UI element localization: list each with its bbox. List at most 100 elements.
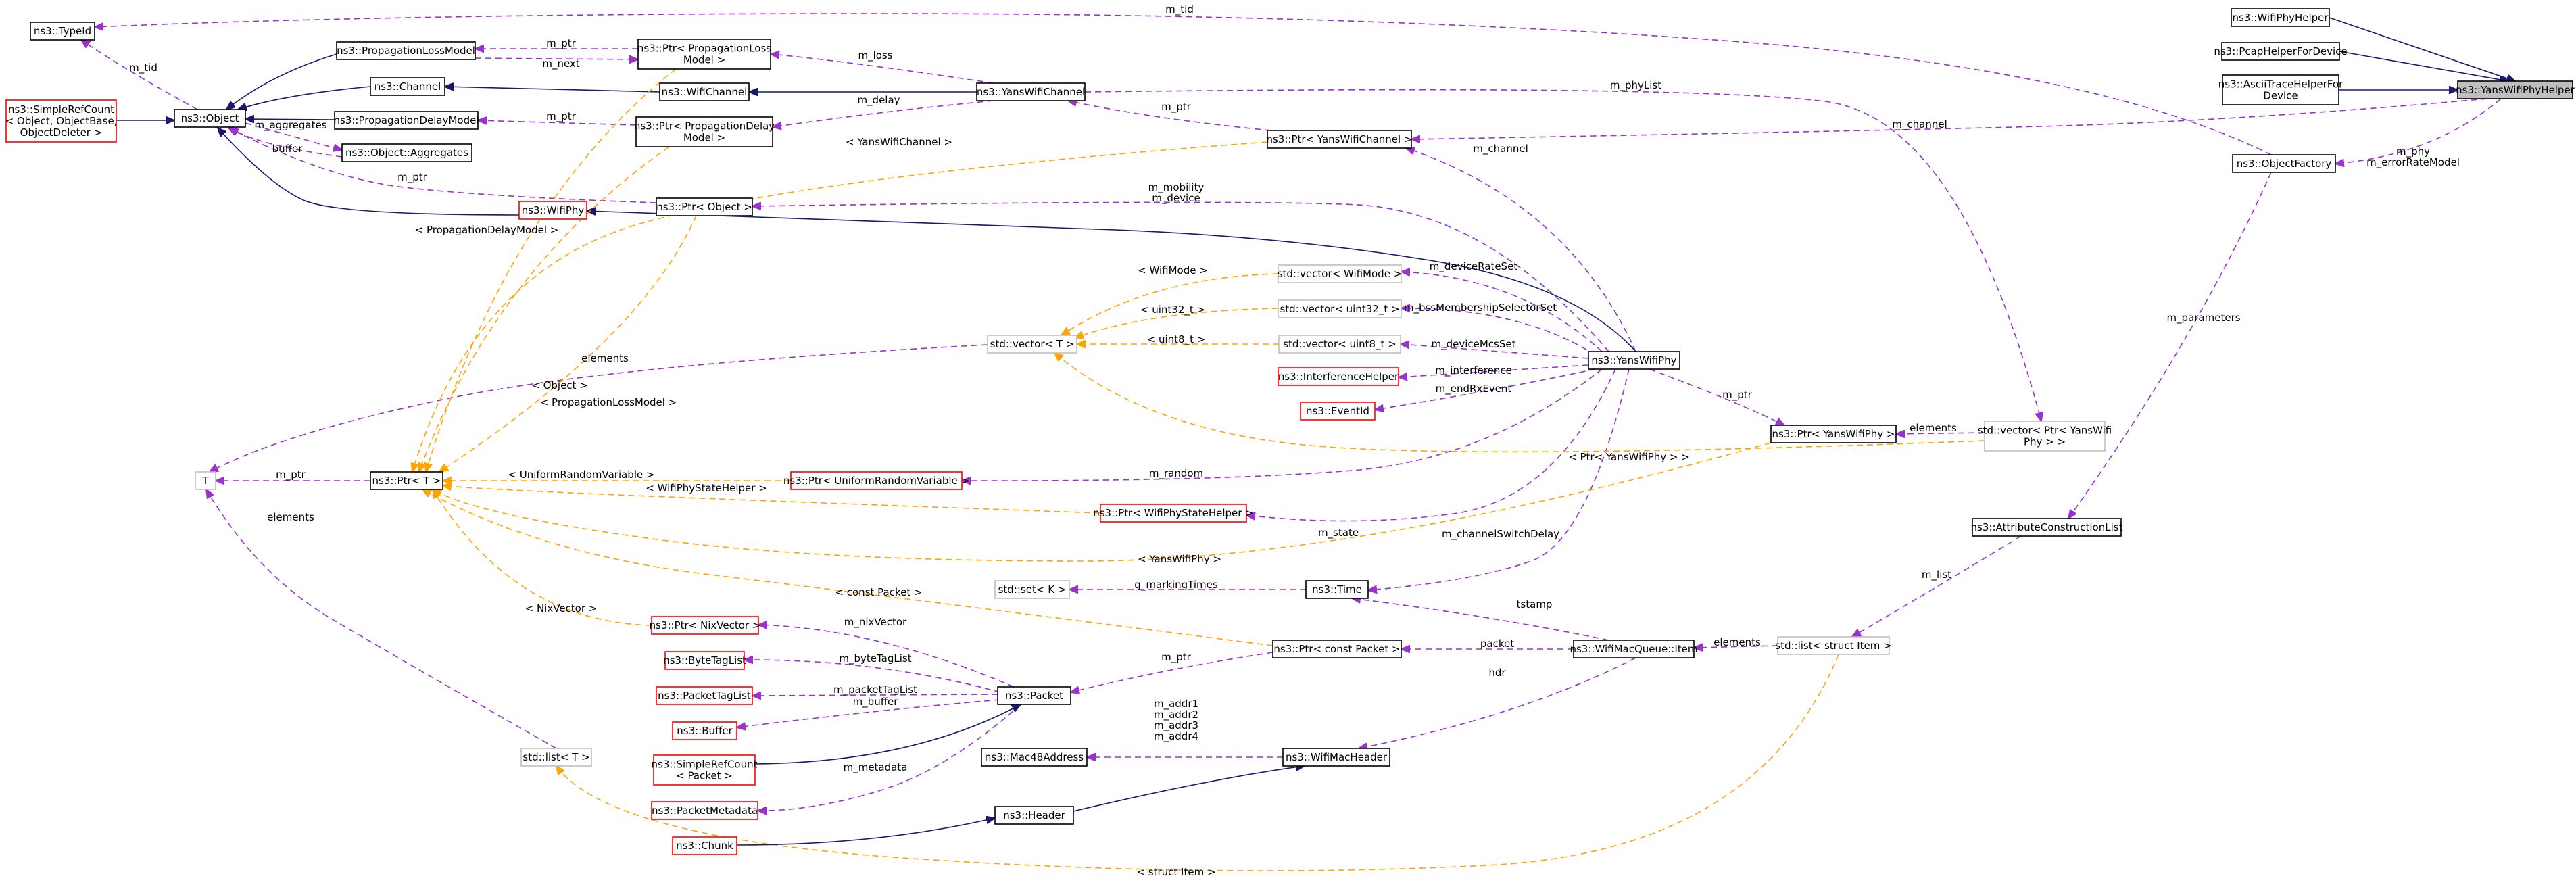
edge-yanswifiphy-to-ptr_yanswifichannel [1406,148,1636,352]
node-label: ns3::WifiPhyHelper [2232,11,2329,24]
node-ptr-propagationlossmodel[interactable]: ns3::Ptr< PropagationLossModel > [637,39,771,70]
node-object-aggregates[interactable]: ns3::Object::Aggregates [341,143,472,162]
node-typeid[interactable]: ns3::TypeId [30,22,95,41]
edge-line [752,201,1609,352]
edge-ptr_t-to-ptr_object [439,215,697,472]
node-label: ns3::ObjectFactory [2237,158,2332,170]
node-eventid[interactable]: ns3::EventId [1300,402,1376,421]
node-ptr-propagationdelaymodel[interactable]: ns3::Ptr< PropagationDelayModel > [634,116,775,147]
edge-yanswifiphy-to-time [1368,368,1630,590]
node-ptr-wifiphystatehelper[interactable]: ns3::Ptr< WifiPhyStateHelper > [1093,504,1254,523]
edge-line [81,40,198,110]
node-packetmetadata[interactable]: ns3::PacketMetadata [651,801,758,820]
edge-ptr_t-to-ptr_yanswifichannel [412,141,1268,472]
node-set-k[interactable]: std::set< K > [994,580,1070,599]
node-time[interactable]: ns3::Time [1305,580,1369,599]
node-list-struct-item[interactable]: std::list< struct Item > [1775,636,1892,655]
node-ptr-object[interactable]: ns3::Ptr< Object > [656,197,753,216]
node-box [370,471,443,490]
node-ptr-yanswifiphy[interactable]: ns3::Ptr< YansWifiPhy > [1770,425,1897,443]
node-vector-t[interactable]: std::vector< T > [987,335,1077,354]
edge-yanswifiphy-to-eventid [1375,368,1596,410]
node-ptr-const-packet[interactable]: ns3::Ptr< const Packet > [1272,640,1402,658]
edge-channel-to-wifichannel [445,87,660,93]
edge-line [412,141,1268,472]
node-channel[interactable]: ns3::Channel [370,77,445,96]
node-box [994,806,1074,825]
node-object[interactable]: ns3::Object [174,109,246,128]
edge-object-to-propagationlossmodel [226,53,337,110]
node-box [174,109,246,128]
node-box [2231,8,2330,27]
node-label: std::vector< uint32_t > [1280,303,1399,316]
node-objectfactory[interactable]: ns3::ObjectFactory [2232,154,2336,173]
edge-line [1352,598,1609,641]
node-label: ns3::YansWifiChannel [977,86,1085,98]
node-wifimacqueue-item[interactable]: ns3::WifiMacQueue::Item [1570,640,1698,658]
node-propagationlossmodel[interactable]: ns3::PropagationLossModel [336,41,476,60]
edge-label: < PropagationLossModel > [540,396,677,408]
node-bytetaglist[interactable]: ns3::ByteTagList [663,651,746,670]
node-yanswifiphyhelper[interactable]: ns3::YansWifiPhyHelper [2456,80,2575,99]
node-t[interactable]: T [195,471,216,490]
node-ptr-t[interactable]: ns3::Ptr< T > [370,471,443,490]
node-wifimacheader[interactable]: ns3::WifiMacHeader [1282,748,1390,767]
node-wifiphy[interactable]: ns3::WifiPhy [518,201,587,220]
node-mac48address[interactable]: ns3::Mac48Address [981,748,1088,767]
node-interferencehelper[interactable]: ns3::InterferenceHelper [1278,367,1399,386]
node-packet[interactable]: ns3::Packet [997,686,1071,705]
edge-vector_t-to-vector_uint32 [1075,308,1279,338]
node-ptr-yanswifichannel[interactable]: ns3::Ptr< YansWifiChannel > [1266,130,1413,149]
node-wifichannel[interactable]: ns3::WifiChannel [659,82,750,101]
node-wifiphyhelper[interactable]: ns3::WifiPhyHelper [2231,8,2330,27]
node-label: ns3::Ptr< WifiPhyStateHelper > [1093,507,1254,519]
edge-line [1071,652,1273,692]
node-box [5,99,117,143]
node-label: ns3::Mac48Address [985,751,1084,763]
node-propagationdelaymodel[interactable]: ns3::PropagationDelayModel [334,111,479,130]
edge-wifiphyhelper-to-yanswifiphyhelper [2329,17,2515,81]
node-vector-ptr-yanswifiphy[interactable]: std::vector< Ptr< YansWifiPhy > > [1978,421,2112,452]
node-chunk[interactable]: ns3::Chunk [672,836,737,855]
edge-line [736,818,995,846]
node-attributeconstructionlist[interactable]: ns3::AttributeConstructionList [1971,518,2123,537]
node-label: ns3::Ptr< YansWifiPhy > [1772,428,1895,440]
edge-line [230,128,343,158]
node-vector-wifimode[interactable]: std::vector< WifiMode > [1278,264,1403,283]
edge-line [475,58,638,59]
node-vector-uint32[interactable]: std::vector< uint32_t > [1278,299,1402,318]
node-simplerefcount-object[interactable]: ns3::SimpleRefCount< Object, ObjectBase,… [5,99,118,143]
node-box [1100,504,1247,523]
edge-line [1368,368,1630,590]
node-yanswifichannel[interactable]: ns3::YansWifiChannel [976,82,1086,101]
edge-packet-to-packetmetadata [758,704,1021,811]
node-box [664,651,745,670]
node-box [2222,74,2339,105]
node-buffer[interactable]: ns3::Buffer [672,721,737,740]
node-label: ns3::TypeId [34,25,91,37]
node-packettaglist[interactable]: ns3::PacketTagList [656,686,753,705]
node-label: std::vector< WifiMode > [1278,268,1403,280]
node-label: ns3::Object [181,112,239,124]
node-box [1282,748,1390,767]
node-pcaphelperfordevice[interactable]: ns3::PcapHelperForDevice [2214,42,2348,61]
edge-line [962,368,1603,481]
node-box [976,82,1086,101]
edge-label: m_delay [857,94,900,107]
node-yanswifiphy[interactable]: ns3::YansWifiPhy [1588,351,1680,370]
node-vector-uint8[interactable]: std::vector< uint8_t > [1278,335,1401,354]
edge-label: g_markingTimes [1134,579,1218,592]
edge-line [1061,273,1279,335]
node-simplerefcount-packet[interactable]: ns3::SimpleRefCount< Packet > [652,754,758,786]
node-list-t[interactable]: std::list< T > [520,748,592,767]
node-box [1267,130,1412,149]
node-ptr-nixvector[interactable]: ns3::Ptr< NixVector > [650,616,761,635]
node-box [790,471,963,490]
edge-ptr_t-to-ptr_nixvector [433,489,652,626]
edge-label: m_random [1149,467,1203,480]
edge-line [1399,364,1589,377]
edge-label: m_addr2 [1154,708,1198,721]
node-header[interactable]: ns3::Header [994,806,1074,825]
node-ptr-uniformrandomvariable[interactable]: ns3::Ptr< UniformRandomVariable > [783,471,969,490]
